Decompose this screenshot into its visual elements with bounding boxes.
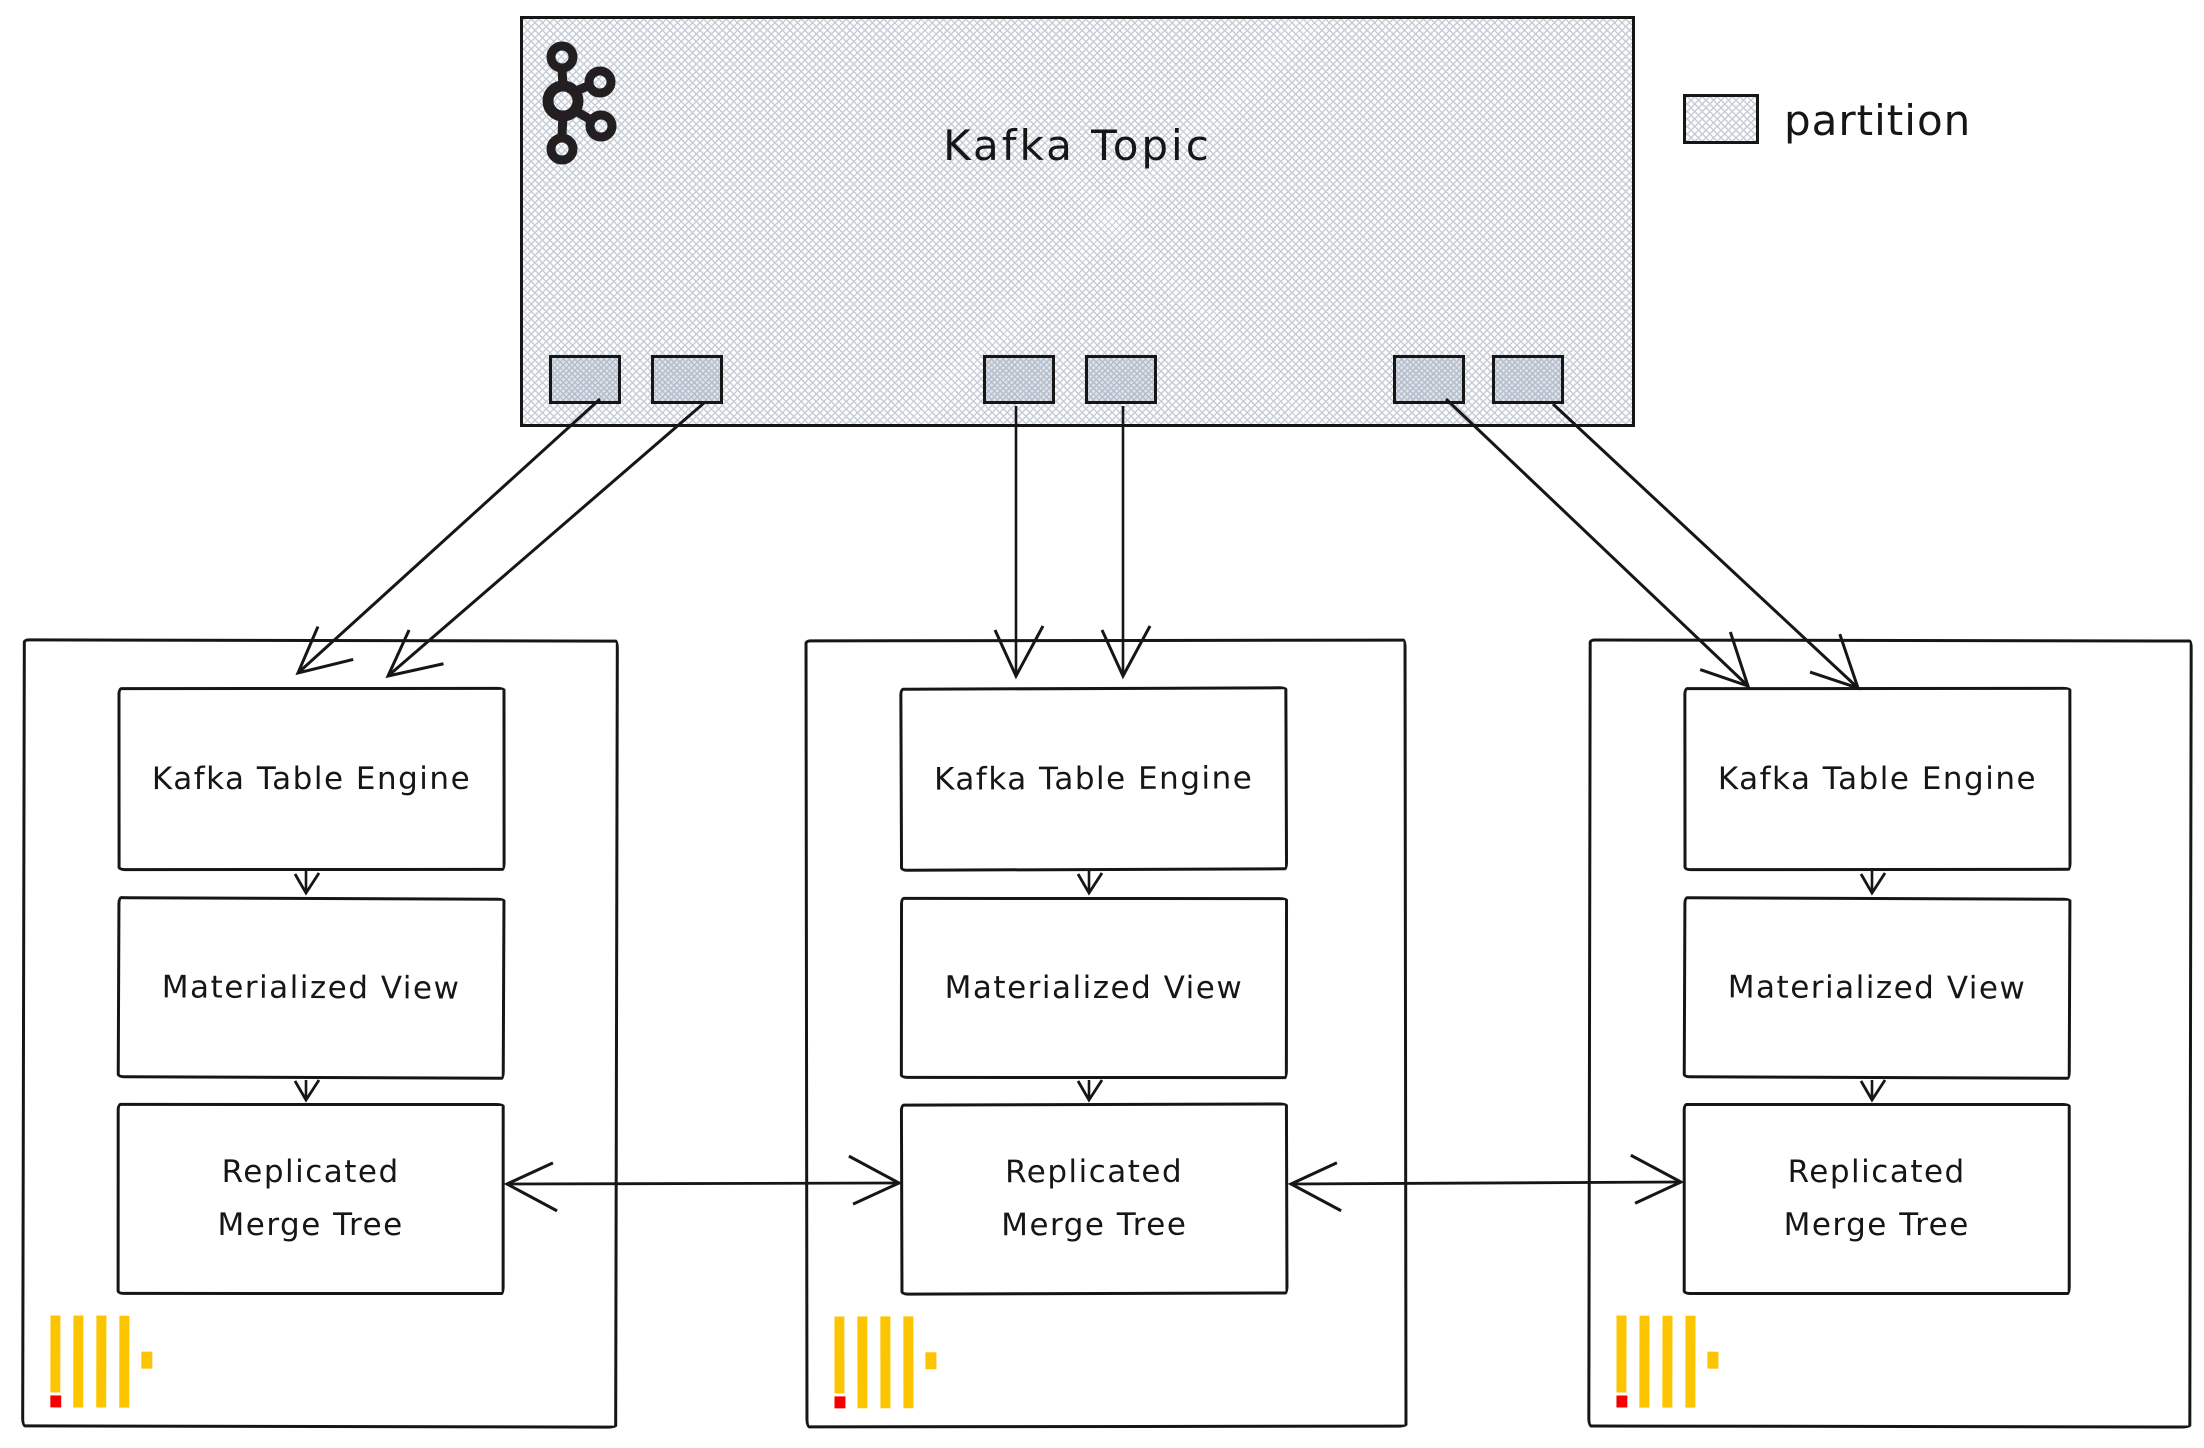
clickhouse-node-1: Kafka Table Engine Materialized View Rep… (21, 638, 619, 1429)
kafka-topic-box: Kafka Topic (520, 16, 1635, 427)
partition-6 (1492, 355, 1564, 404)
clickhouse-logo-2 (834, 1316, 937, 1409)
kafka-table-engine-box-3: Kafka Table Engine (1683, 686, 2072, 872)
clickhouse-node-3: Kafka Table Engine Materialized View Rep… (1587, 638, 2193, 1429)
partition-1 (549, 355, 621, 404)
materialized-view-box-1: Materialized View (116, 896, 506, 1080)
arrow-partition-2-to-replica-1 (385, 401, 705, 679)
kafka-icon (542, 41, 617, 165)
materialized-view-box-2: Materialized View (899, 896, 1289, 1080)
clickhouse-logo-1 (50, 1315, 153, 1408)
partition-5 (1393, 355, 1465, 404)
kafka-table-engine-box-1: Kafka Table Engine (117, 686, 506, 872)
replicated-merge-tree-box-1: Replicated Merge Tree (116, 1102, 505, 1296)
partition-2 (651, 355, 723, 404)
arrow-partition-1-to-replica-1 (295, 397, 602, 676)
legend-partition-label: partition (1784, 96, 1972, 145)
partition-4 (1085, 355, 1157, 404)
legend-partition-swatch (1683, 94, 1759, 144)
clickhouse-node-2: Kafka Table Engine Materialized View Rep… (804, 638, 1408, 1429)
clickhouse-logo-3 (1616, 1315, 1719, 1408)
replicated-merge-tree-box-2: Replicated Merge Tree (899, 1102, 1289, 1296)
replicated-merge-tree-box-3: Replicated Merge Tree (1682, 1102, 2071, 1295)
materialized-view-box-3: Materialized View (1682, 896, 2072, 1080)
partition-3 (983, 355, 1055, 404)
kafka-topic-title: Kafka Topic (943, 121, 1212, 170)
kafka-table-engine-box-2: Kafka Table Engine (899, 686, 1289, 872)
